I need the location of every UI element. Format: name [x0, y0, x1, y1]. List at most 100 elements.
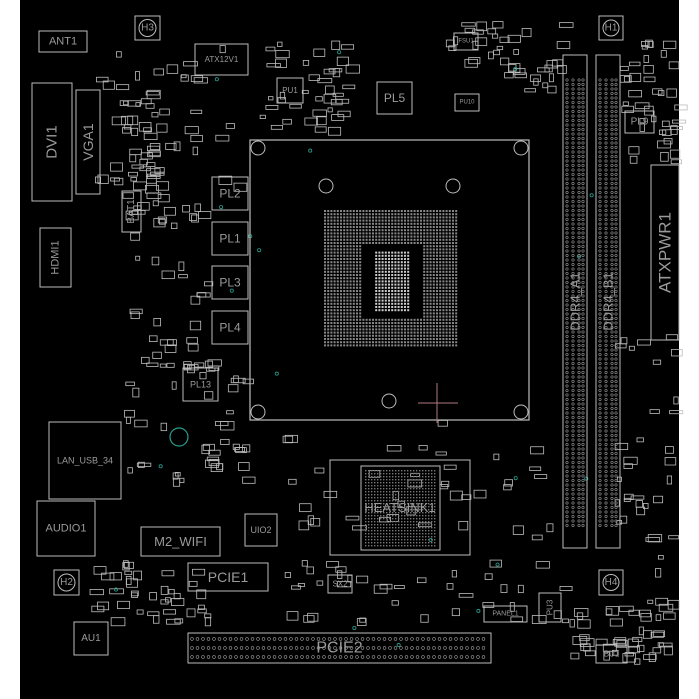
pad: [215, 421, 229, 427]
component-ant1[interactable]: ANT1: [38, 30, 88, 53]
component-outline: [211, 176, 249, 211]
pad: [301, 89, 309, 94]
component-dvi1[interactable]: DVI1: [31, 82, 73, 202]
component-pcie2[interactable]: PCIE2: [187, 632, 492, 664]
component-outline: [53, 569, 80, 596]
pad: [529, 466, 542, 471]
component-label: LAN_USB_34: [57, 456, 113, 466]
component-ddr4-b1[interactable]: DDR4_B1: [595, 54, 621, 549]
component-label: HDMI1: [50, 240, 62, 274]
component-bat1[interactable]: BAT1: [121, 190, 142, 233]
component-pu3[interactable]: PU3: [538, 592, 562, 623]
component-outline: [48, 421, 122, 500]
pad: [145, 103, 155, 109]
via: [337, 50, 342, 55]
pad: [149, 592, 157, 601]
component-lan-usb-34[interactable]: LAN_USB_34: [48, 421, 122, 500]
pad: [407, 479, 423, 488]
component-ddr4-a1[interactable]: DDR4_A1: [562, 54, 588, 549]
via: [219, 205, 224, 210]
mounting-hole: [602, 574, 620, 591]
pad: [191, 214, 200, 223]
component-bu1[interactable]: BU1: [595, 644, 628, 664]
component-pl9[interactable]: PL9: [624, 110, 655, 134]
pad: [146, 192, 162, 199]
component-m2-wifi[interactable]: M2_WIFI: [140, 526, 221, 557]
pad: [163, 206, 176, 216]
component-heatsink1[interactable]: HEATSINK1: [329, 459, 471, 556]
pad: [500, 584, 508, 593]
pad: [643, 64, 654, 74]
dimm-pins: [565, 78, 585, 527]
pad: [115, 84, 130, 91]
pad: [193, 77, 208, 84]
pad: [641, 44, 648, 50]
component-pcie1[interactable]: PCIE1: [187, 562, 269, 592]
component-pl3[interactable]: PL3: [211, 265, 249, 300]
pad: [670, 159, 682, 165]
pad: [153, 615, 160, 624]
pad: [653, 495, 664, 504]
component-label: PL2: [219, 187, 241, 201]
component-au1[interactable]: AU1: [73, 621, 109, 656]
component-vga1[interactable]: VGA1: [75, 89, 101, 195]
component-pl4[interactable]: PL4: [211, 310, 249, 345]
pad: [546, 523, 554, 533]
component-uio2[interactable]: UIO2: [244, 513, 278, 547]
mounting-hole: [138, 19, 157, 37]
component-pu10[interactable]: PU10: [454, 93, 480, 112]
component-outline: [182, 367, 219, 402]
pad: [130, 177, 138, 182]
component-fsu1[interactable]: FSU1: [453, 32, 479, 51]
component-h3[interactable]: H3: [134, 15, 161, 41]
mounting-hole: [57, 573, 76, 592]
component-outline: [624, 110, 655, 134]
pad: [310, 518, 321, 527]
pad: [634, 102, 650, 110]
component-atx12v1[interactable]: ATX12V1: [194, 43, 249, 76]
component-outline: [187, 562, 269, 592]
component-pu1[interactable]: PU1: [276, 77, 304, 104]
pad: [542, 82, 549, 89]
pad: [557, 64, 567, 74]
pad: [291, 585, 301, 590]
pad: [647, 599, 654, 604]
pad: [190, 75, 204, 83]
pad: [135, 71, 140, 81]
component-pl5[interactable]: PL5: [376, 81, 413, 115]
component-pl1[interactable]: PL1: [211, 221, 249, 256]
component-atxpwr1[interactable]: ATXPWR1: [650, 164, 680, 341]
pad: [145, 184, 159, 194]
pad: [180, 74, 187, 79]
pad: [167, 339, 177, 347]
via: [274, 371, 279, 376]
component-h4[interactable]: H4: [598, 569, 624, 596]
component-sx2[interactable]: SX2: [327, 574, 353, 594]
pad: [332, 92, 344, 97]
pad: [493, 453, 500, 461]
component-pl13[interactable]: PL13: [182, 367, 219, 402]
pad: [645, 39, 653, 48]
pad: [643, 76, 656, 83]
pad: [635, 500, 643, 508]
component-pl2[interactable]: PL2: [211, 176, 249, 211]
component-label: AU1: [81, 633, 101, 644]
pad: [130, 311, 140, 319]
pad: [190, 295, 201, 305]
cpu-socket[interactable]: [249, 139, 530, 421]
pad: [640, 613, 652, 622]
component-h2[interactable]: H2: [53, 569, 80, 596]
component-h1[interactable]: H1: [598, 15, 624, 41]
via: [352, 625, 357, 630]
pad: [124, 570, 133, 576]
via: [308, 148, 313, 153]
component-audio1[interactable]: AUDIO1: [36, 500, 96, 557]
pad: [535, 561, 550, 569]
component-panel1[interactable]: PANEL1: [483, 605, 528, 623]
pad: [315, 96, 323, 102]
component-hdmi1[interactable]: HDMI1: [39, 227, 72, 288]
pad: [391, 600, 399, 606]
pad: [509, 602, 515, 612]
